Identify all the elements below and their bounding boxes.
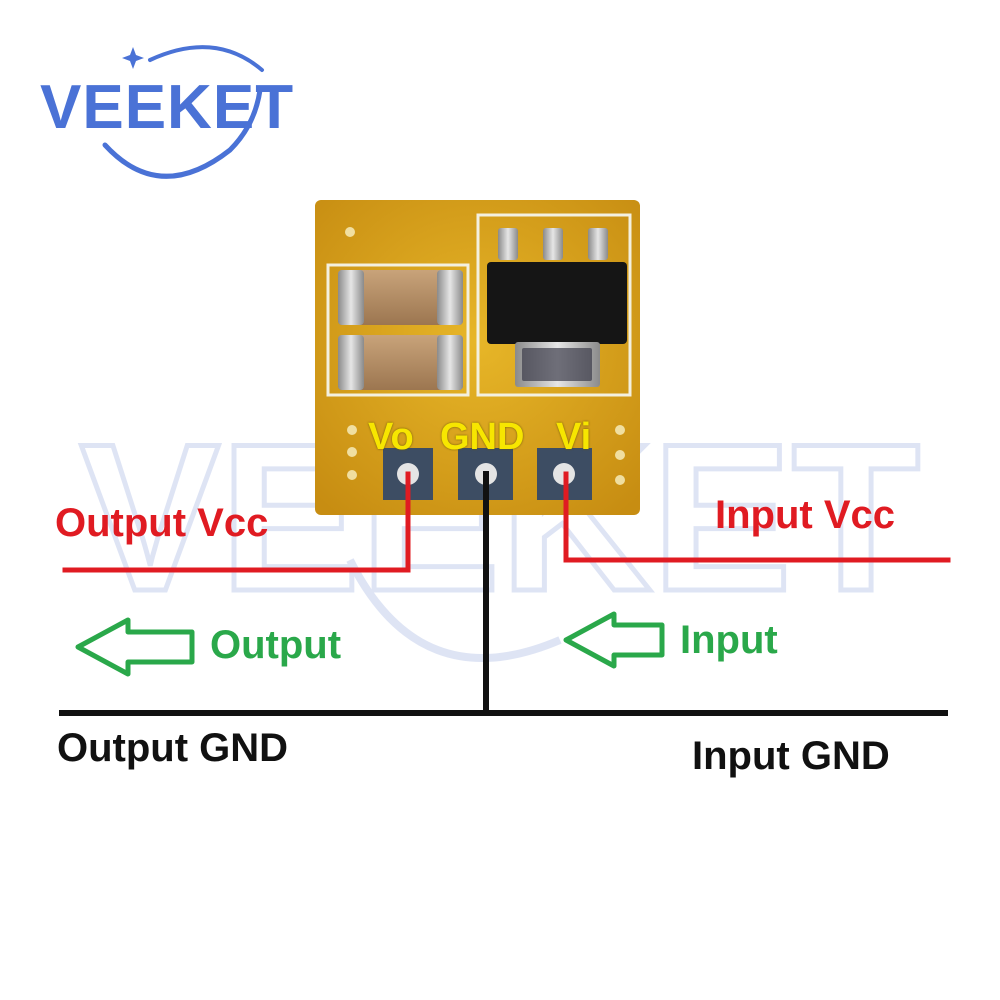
pin-label-vo: Vo [368,416,414,458]
pin-label-gnd: GND [440,416,525,458]
output-vcc-label: Output Vcc [55,501,269,545]
output-vcc-wire [62,471,411,573]
output-gnd-label: Output GND [57,726,289,770]
pin-label-vi: Vi [556,416,592,458]
regulator-ic [487,228,627,387]
logo-swoosh [102,87,263,179]
input-gnd-label: Input GND [692,734,890,778]
input-arrow-icon [563,611,665,669]
input-vcc-wire [563,471,951,563]
capacitor-bottom [338,335,463,390]
silkscreen-cap-area [326,263,470,397]
input-direction-label: Input [680,618,778,662]
logo-arc [148,45,264,72]
silkscreen-ic-area [476,213,632,397]
input-vcc-label: Input Vcc [715,493,896,537]
watermark-swoosh [346,558,562,662]
wires [59,471,951,716]
logo-text: VEEKET [40,73,294,142]
brand-logo: VEEKET [40,45,294,179]
output-arrow-icon [75,617,195,677]
capacitor-top [338,270,463,325]
output-direction-label: Output [210,623,342,667]
pcb-module [315,200,640,515]
logo-sparkle [122,47,144,69]
vias [345,227,625,485]
